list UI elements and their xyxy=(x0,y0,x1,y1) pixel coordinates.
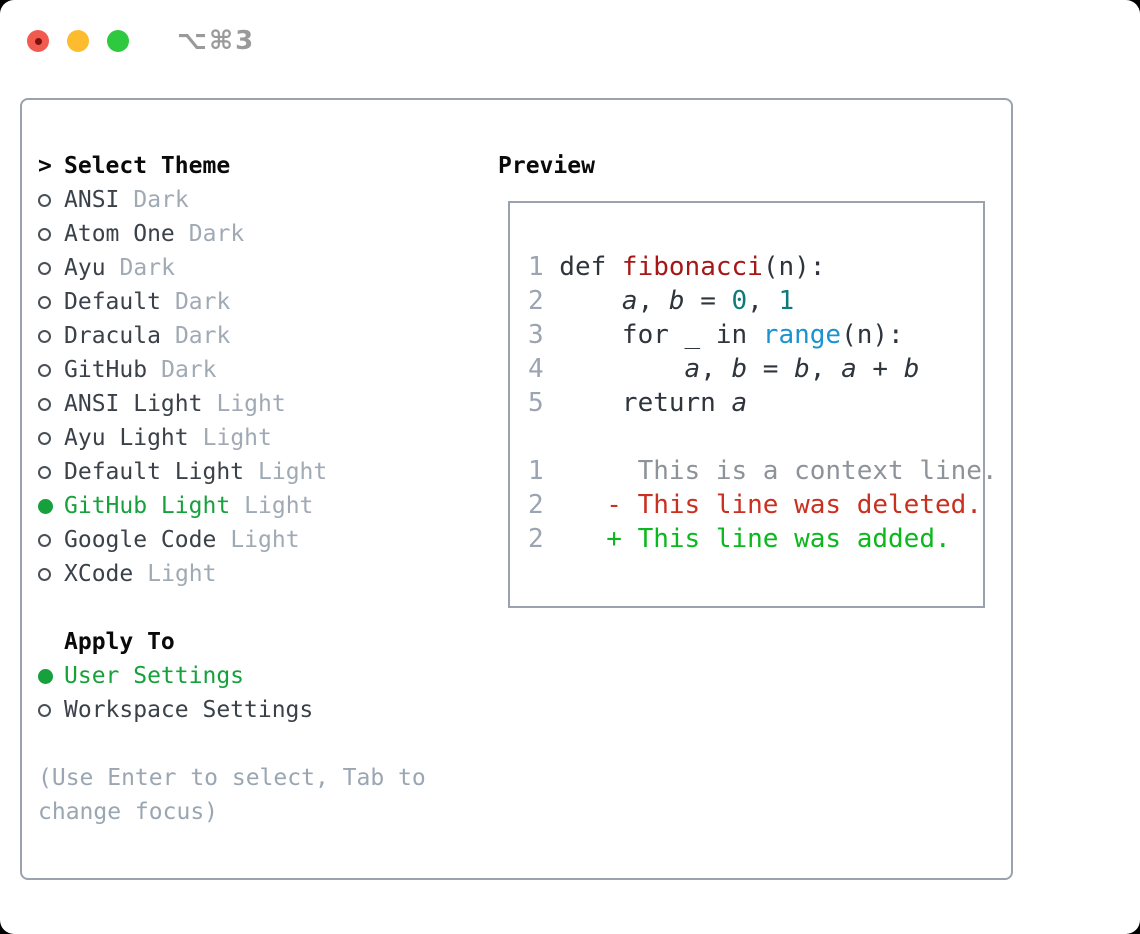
theme-variant-badge: Dark xyxy=(119,255,175,281)
theme-variant-badge: Dark xyxy=(174,289,231,315)
code-line: 3 for _ in range(n): xyxy=(528,320,904,350)
line-number: 1 xyxy=(528,252,544,282)
radio-selected-icon xyxy=(38,498,53,514)
radio-icon xyxy=(38,193,51,207)
theme-name: Default xyxy=(64,289,161,315)
apply-option-label: User Settings xyxy=(64,663,245,689)
theme-name: ANSI Light xyxy=(64,391,203,417)
theme-name: Default Light xyxy=(64,459,245,485)
radio-icon xyxy=(38,703,51,717)
theme-variant-badge: Light xyxy=(202,425,272,451)
diff-line-context: 1 This is a context line. xyxy=(528,456,998,486)
radio-icon xyxy=(38,363,51,377)
radio-icon xyxy=(38,431,51,445)
theme-name: Dracula xyxy=(64,323,161,349)
diff-line-added: 2 + This line was added. xyxy=(528,524,951,554)
theme-item-ayu-light[interactable]: Ayu Light Light xyxy=(38,421,468,455)
line-number: 1 xyxy=(528,456,544,486)
theme-item-default-light[interactable]: Default Light Light xyxy=(38,455,468,489)
code-line: 2 a, b = 0, 1 xyxy=(528,286,795,316)
zoom-button[interactable] xyxy=(107,30,129,52)
apply-option-workspace-settings[interactable]: Workspace Settings xyxy=(38,693,468,727)
line-number: 2 xyxy=(528,286,544,316)
radio-icon xyxy=(38,465,51,479)
traffic-lights xyxy=(27,30,147,52)
radio-icon xyxy=(38,329,51,343)
radio-selected-icon xyxy=(38,668,53,684)
theme-variant-badge: Light xyxy=(244,493,314,519)
theme-name: Atom One xyxy=(64,221,175,247)
focus-caret-icon: > xyxy=(38,153,52,179)
select-theme-title: Select Theme xyxy=(64,153,231,179)
radio-icon xyxy=(38,397,51,411)
theme-name: Ayu Light xyxy=(64,425,189,451)
apply-option-label: Workspace Settings xyxy=(64,697,314,723)
preview-title: Preview xyxy=(498,153,595,179)
diff-preview: 1 This is a context line. 2 - This line w… xyxy=(528,454,998,556)
line-number: 5 xyxy=(528,388,544,418)
theme-variant-badge: Dark xyxy=(188,221,245,247)
theme-variant-badge: Light xyxy=(216,391,286,417)
line-number: 2 xyxy=(528,490,544,520)
theme-variant-badge: Light xyxy=(147,561,217,587)
theme-variant-badge: Dark xyxy=(174,323,231,349)
close-dot-icon xyxy=(34,37,42,45)
radio-icon xyxy=(38,227,51,241)
spacer xyxy=(38,591,468,625)
keyboard-hint-text: (Use Enter to select, Tab to change focu… xyxy=(38,765,426,825)
close-button[interactable] xyxy=(27,30,49,52)
theme-name: Google Code xyxy=(64,527,217,553)
line-number: 4 xyxy=(528,354,544,384)
radio-icon xyxy=(38,261,51,275)
theme-item-default[interactable]: Default Dark xyxy=(38,285,468,319)
theme-item-xcode[interactable]: XCode Light xyxy=(38,557,468,591)
apply-to-header: Apply To xyxy=(38,625,468,659)
window-shortcut-label: ⌥⌘3 xyxy=(177,26,256,56)
code-line: 5 return a xyxy=(528,388,748,418)
apply-to-title: Apply To xyxy=(64,629,175,655)
theme-item-ayu[interactable]: Ayu Dark xyxy=(38,251,468,285)
select-theme-header: > Select Theme xyxy=(38,149,468,183)
theme-name: Ayu xyxy=(64,255,106,281)
theme-name: XCode xyxy=(64,561,134,587)
radio-icon xyxy=(38,295,51,309)
theme-item-github-light[interactable]: GitHub Light Light xyxy=(38,489,468,523)
theme-item-atom-one[interactable]: Atom One Dark xyxy=(38,217,468,251)
theme-variant-badge: Dark xyxy=(133,187,189,213)
titlebar: ⌥⌘3 xyxy=(27,26,255,56)
theme-item-dracula[interactable]: Dracula Dark xyxy=(38,319,468,353)
theme-variant-badge: Light xyxy=(258,459,328,485)
line-number: 2 xyxy=(528,524,544,554)
apply-option-user-settings[interactable]: User Settings xyxy=(38,659,468,693)
theme-item-github[interactable]: GitHub Dark xyxy=(38,353,468,387)
theme-variant-badge: Dark xyxy=(161,357,217,383)
radio-icon xyxy=(38,533,51,547)
theme-item-ansi[interactable]: ANSI Dark xyxy=(38,183,468,217)
theme-item-ansi-light[interactable]: ANSI Light Light xyxy=(38,387,468,421)
minimize-button[interactable] xyxy=(67,30,89,52)
theme-variant-badge: Light xyxy=(230,527,300,553)
code-line: 4 a, b = b, a + b xyxy=(528,354,920,384)
radio-icon xyxy=(38,567,51,581)
theme-name: ANSI xyxy=(64,187,120,213)
line-number: 3 xyxy=(528,320,544,350)
theme-item-google-code[interactable]: Google Code Light xyxy=(38,523,468,557)
theme-name: GitHub Light xyxy=(64,493,231,519)
diff-line-deleted: 2 - This line was deleted. xyxy=(528,490,982,520)
theme-name: GitHub xyxy=(64,357,148,383)
